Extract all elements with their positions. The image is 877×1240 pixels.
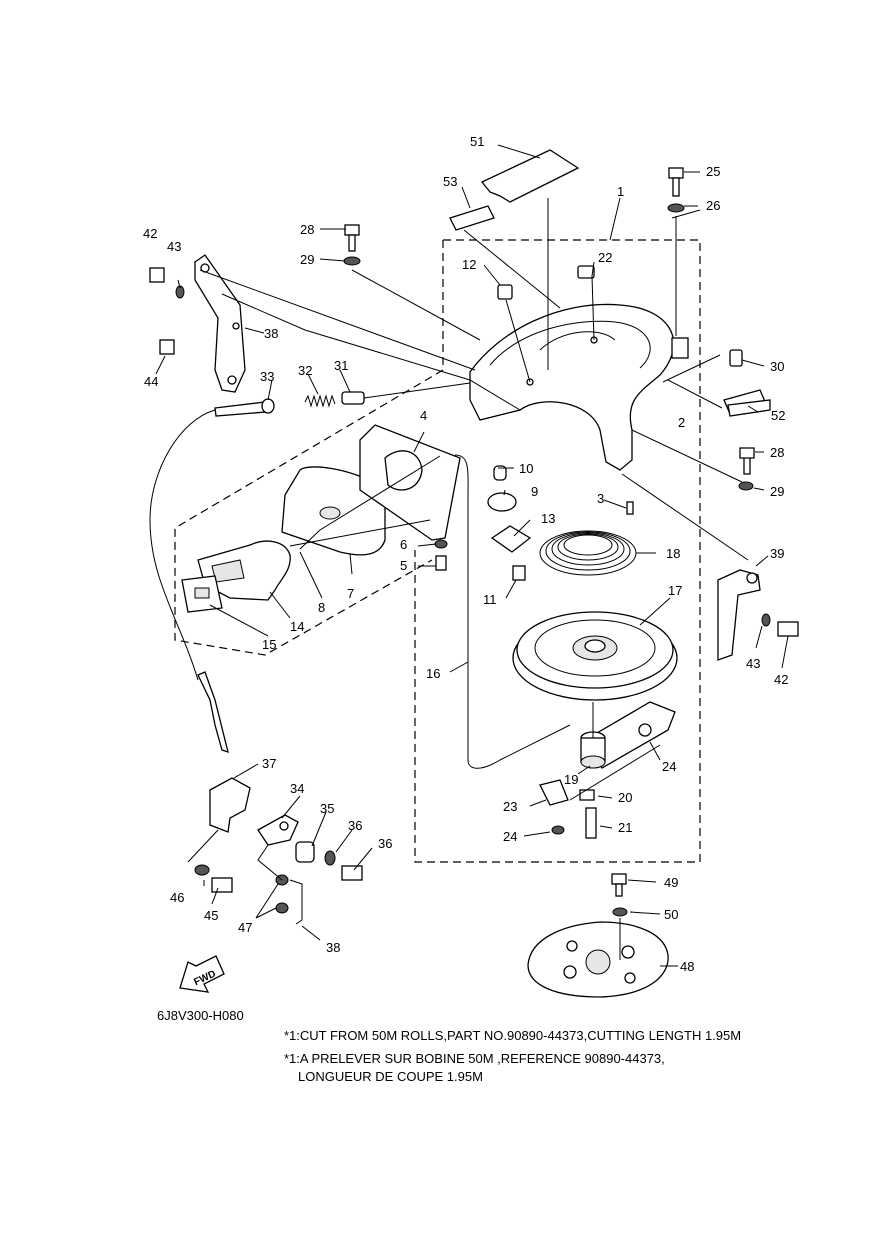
callout-51: 51 bbox=[470, 134, 484, 149]
side-bracket bbox=[194, 254, 246, 393]
callout-52: 52 bbox=[771, 408, 785, 423]
starter-housing bbox=[469, 303, 689, 471]
callout-43-top: 43 bbox=[167, 239, 181, 254]
callout-7: 7 bbox=[347, 586, 354, 601]
callout-9: 9 bbox=[531, 484, 538, 499]
callout-8: 8 bbox=[318, 600, 325, 615]
callout-43-right: 43 bbox=[746, 656, 760, 671]
callout-31: 31 bbox=[334, 358, 348, 373]
callout-6: 6 bbox=[400, 537, 407, 552]
callout-10: 10 bbox=[519, 461, 533, 476]
callout-23: 23 bbox=[503, 799, 517, 814]
callout-13: 13 bbox=[541, 511, 555, 526]
lower-bracket bbox=[209, 777, 251, 833]
callout-40: 38 bbox=[264, 326, 278, 341]
fasteners bbox=[149, 167, 799, 925]
stopper-plate bbox=[527, 921, 669, 998]
note-french-line1: *1:A PRELEVER SUR BOBINE 50M ,REFERENCE … bbox=[284, 1051, 665, 1066]
callout-42-top: 42 bbox=[143, 226, 157, 241]
callout-26: 25 bbox=[706, 164, 720, 179]
recoil-spring bbox=[539, 530, 637, 576]
handle-grip-cover bbox=[281, 424, 461, 556]
callout-24: 24 bbox=[503, 829, 517, 844]
callout-1: 1 bbox=[617, 184, 624, 199]
callout-29-right: 29 bbox=[770, 484, 784, 499]
callout-34: 34 bbox=[290, 781, 304, 796]
callout-3: 3 bbox=[597, 491, 604, 506]
callout-32: 32 bbox=[298, 363, 312, 378]
decal-51 bbox=[480, 149, 580, 203]
handle-assembly-boundary bbox=[174, 369, 444, 656]
callout-15: 15 bbox=[262, 637, 276, 652]
callout-36: 36 bbox=[378, 836, 392, 851]
assembly-1-boundary bbox=[414, 239, 701, 863]
callout-33: 33 bbox=[260, 369, 274, 384]
callout-53: 53 bbox=[443, 174, 457, 189]
callout-19: 19 bbox=[564, 772, 578, 787]
callout-2: 2 bbox=[678, 415, 685, 430]
callout-45: 45 bbox=[204, 908, 218, 923]
callout-5: 5 bbox=[400, 558, 407, 573]
callout-29-top: 29 bbox=[300, 252, 314, 267]
callout-27: 26 bbox=[706, 198, 720, 213]
callout-48: 48 bbox=[680, 959, 694, 974]
callout-41: 39 bbox=[770, 546, 784, 561]
spring-32 bbox=[304, 394, 336, 408]
decal-53 bbox=[449, 205, 495, 231]
callout-25: 24 bbox=[662, 759, 676, 774]
callout-30: 30 bbox=[770, 359, 784, 374]
decal-52b bbox=[727, 399, 771, 417]
callout-49: 49 bbox=[664, 875, 678, 890]
diagram-code: 6J8V300-H080 bbox=[157, 1008, 244, 1023]
callout-17: 17 bbox=[668, 583, 682, 598]
callout-46: 46 bbox=[170, 890, 184, 905]
starter-handle bbox=[181, 540, 291, 613]
callout-12: 12 bbox=[462, 257, 476, 272]
callout-18: 18 bbox=[666, 546, 680, 561]
note-english: *1:CUT FROM 50M ROLLS,PART NO.90890-4437… bbox=[284, 1028, 742, 1043]
starter-cable bbox=[454, 454, 571, 769]
shift-cable bbox=[149, 409, 216, 681]
cable-sheath bbox=[214, 401, 267, 417]
callout-labels: 51 53 1 25 26 28 29 42 43 12 22 38 30 44… bbox=[143, 134, 788, 974]
lever-bracket bbox=[717, 569, 761, 661]
callout-20: 20 bbox=[618, 790, 632, 805]
callout-35: 35 bbox=[320, 801, 334, 816]
leader-lines bbox=[155, 144, 789, 967]
callout-42-right: 42 bbox=[774, 672, 788, 687]
callout-16: 16 bbox=[426, 666, 440, 681]
callout-47: 47 bbox=[238, 920, 252, 935]
callout-4: 4 bbox=[420, 408, 427, 423]
callout-28-right: 28 bbox=[770, 445, 784, 460]
callout-44: 44 bbox=[144, 374, 158, 389]
shift-cable-end bbox=[197, 671, 229, 753]
callout-37: 36 bbox=[348, 818, 362, 833]
plunger-31 bbox=[341, 391, 365, 405]
callout-39: 37 bbox=[262, 756, 276, 771]
note-french-line2: LONGUEUR DE COUPE 1.95M bbox=[298, 1069, 483, 1084]
callout-21: 21 bbox=[618, 820, 632, 835]
start-lever bbox=[257, 814, 299, 846]
callout-14: 14 bbox=[290, 619, 304, 634]
callout-11: 11 bbox=[483, 592, 497, 607]
drive-plate bbox=[580, 701, 676, 769]
callout-28-top: 28 bbox=[300, 222, 314, 237]
callout-50: 50 bbox=[664, 907, 678, 922]
callout-22: 22 bbox=[598, 250, 612, 265]
callout-38: 38 bbox=[326, 940, 340, 955]
starter-pulley bbox=[512, 611, 678, 701]
fwd-arrow: FWD bbox=[179, 955, 225, 993]
